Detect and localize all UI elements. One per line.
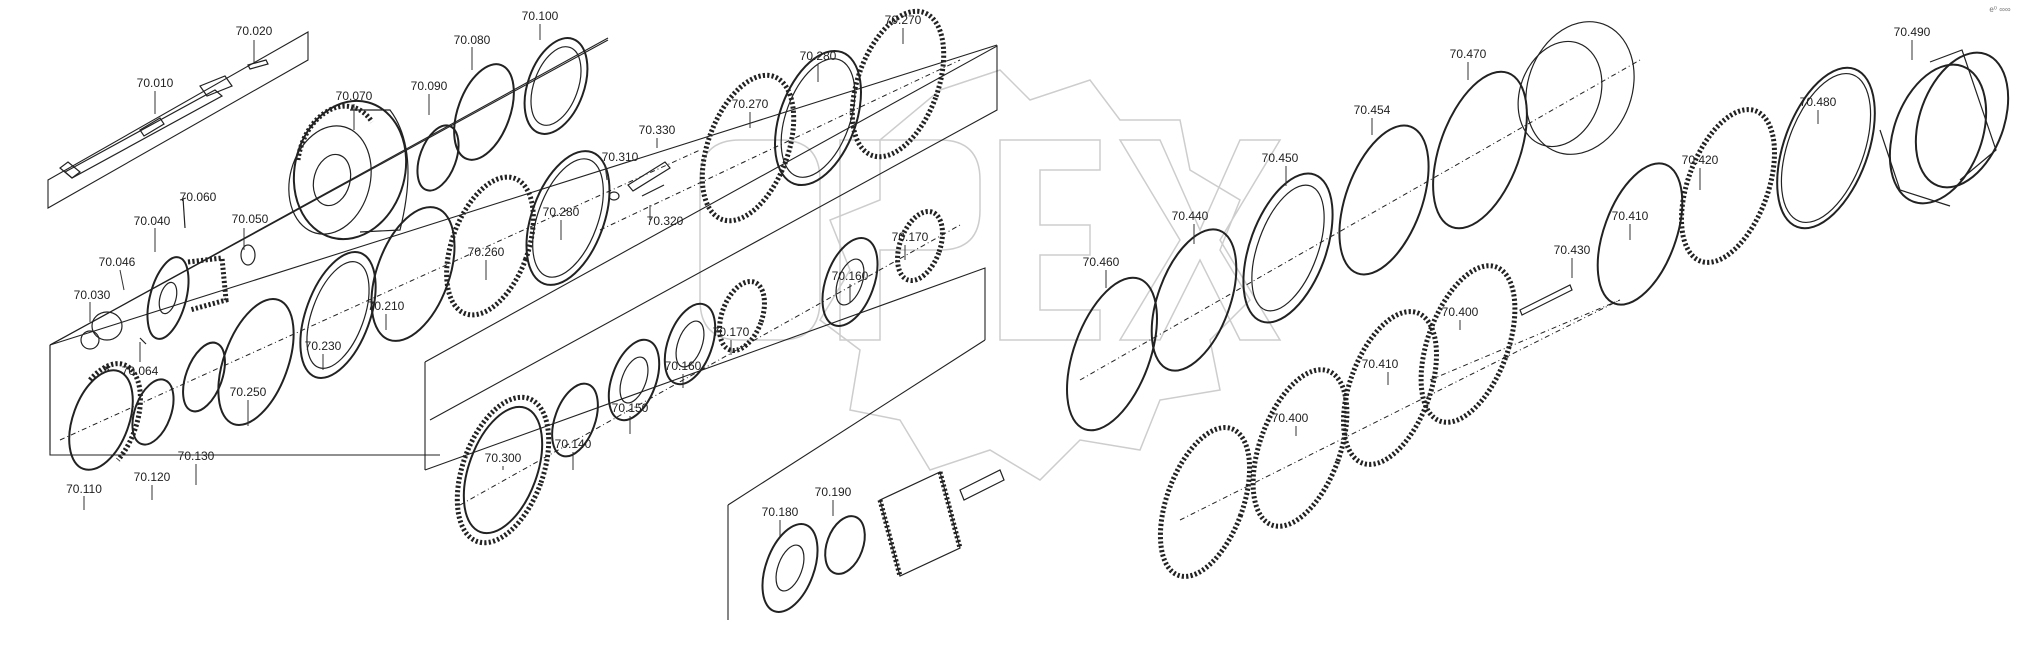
clutch-pack-left — [59, 149, 701, 471]
label-70-450: 70.450 — [1262, 151, 1299, 165]
corner-mark: e⁰ ∞∞ — [1989, 5, 2011, 14]
label-70-420: 70.420 — [1682, 153, 1719, 167]
label-70-490: 70.490 — [1894, 25, 1931, 39]
label-70-080: 70.080 — [454, 33, 491, 47]
clutch-pack-upper-middle — [599, 8, 961, 231]
label-70-454: 70.454 — [1354, 103, 1391, 117]
panel-frames — [47, 31, 998, 620]
label-70-440: 70.440 — [1172, 209, 1209, 223]
label-70-400-b: 70.400 — [1442, 305, 1479, 319]
label-70-310: 70.310 — [602, 150, 639, 164]
top-rings — [416, 37, 589, 192]
hub-part — [80, 197, 256, 350]
label-70-030: 70.030 — [74, 288, 111, 302]
part-labels: 70.020 70.010 70.070 70.080 70.090 70.10… — [66, 5, 2011, 519]
label-70-280-a: 70.280 — [543, 205, 580, 219]
leader-lines — [83, 24, 1913, 536]
label-70-020: 70.020 — [236, 24, 273, 38]
label-70-330: 70.330 — [639, 123, 676, 137]
label-70-064: 70.064 — [122, 364, 159, 378]
label-70-046: 70.046 — [99, 255, 136, 269]
panel-clutch-pack-a — [49, 44, 998, 346]
label-70-170-a: 70.170 — [713, 325, 750, 339]
right-group-clutch — [1157, 66, 1876, 579]
pins — [608, 161, 671, 201]
label-70-400-a: 70.400 — [1272, 411, 1309, 425]
drum-housing — [288, 99, 409, 241]
label-70-060: 70.060 — [180, 190, 217, 204]
label-70-050: 70.050 — [232, 212, 269, 226]
right-group-rings — [1066, 21, 1641, 432]
outer-drum — [1879, 49, 2010, 207]
label-70-270-a: 70.270 — [732, 97, 769, 111]
label-70-190: 70.190 — [815, 485, 852, 499]
watermark-logo — [699, 69, 1282, 481]
label-70-140: 70.140 — [555, 437, 592, 451]
label-70-460: 70.460 — [1083, 255, 1120, 269]
panel-input-shaft — [47, 31, 309, 209]
label-70-250: 70.250 — [230, 385, 267, 399]
label-70-040: 70.040 — [134, 214, 171, 228]
label-70-210: 70.210 — [368, 299, 405, 313]
label-70-160-b: 70.160 — [832, 269, 869, 283]
clutch-pack-lower-middle — [454, 208, 961, 546]
label-70-180: 70.180 — [762, 505, 799, 519]
label-70-100: 70.100 — [522, 9, 559, 23]
label-70-430: 70.430 — [1554, 243, 1591, 257]
label-70-110: 70.110 — [66, 482, 102, 496]
label-70-150: 70.150 — [612, 401, 649, 415]
planet-carrier — [761, 469, 1005, 613]
label-70-320: 70.320 — [647, 214, 684, 228]
asterisk-mark: * — [103, 361, 111, 383]
label-70-010: 70.010 — [137, 76, 174, 90]
label-70-130: 70.130 — [178, 449, 215, 463]
label-70-170-b: 70.170 — [892, 230, 929, 244]
label-70-480: 70.480 — [1800, 95, 1837, 109]
label-70-230: 70.230 — [305, 339, 342, 353]
label-70-470: 70.470 — [1450, 47, 1487, 61]
label-70-090: 70.090 — [411, 79, 448, 93]
label-70-160-a: 70.160 — [665, 359, 702, 373]
label-70-410-a: 70.410 — [1362, 357, 1399, 371]
label-70-260: 70.260 — [468, 245, 505, 259]
label-70-300: 70.300 — [485, 451, 522, 465]
label-70-270-b: 70.270 — [885, 13, 922, 27]
input-shaft — [59, 59, 269, 179]
label-70-280-b: 70.280 — [800, 49, 837, 63]
panel-drum — [49, 39, 609, 346]
label-70-410-b: 70.410 — [1612, 209, 1649, 223]
label-70-120: 70.120 — [134, 470, 171, 484]
label-70-070: 70.070 — [336, 89, 373, 103]
